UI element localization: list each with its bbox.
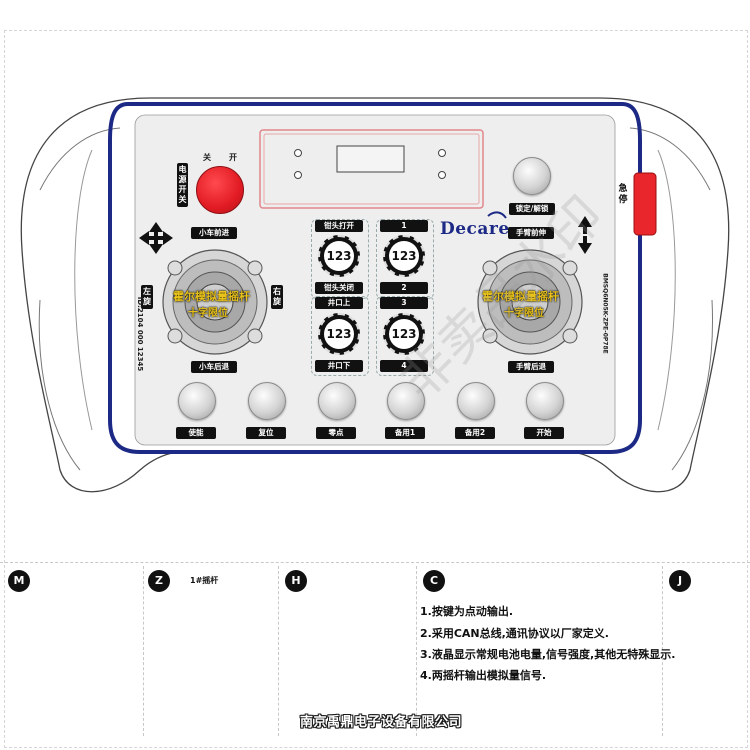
knob-4-bottom-label: 4 [380, 360, 428, 372]
knob-2-face: 123 [389, 241, 419, 271]
legend-text-z: 1#摇杆 [190, 576, 219, 585]
spare-1-label: 备用1 [385, 427, 425, 439]
knob-1-bottom-label: 钳头关闭 [315, 282, 363, 294]
power-on-label: 开 [229, 153, 237, 162]
serial-left: ID:2104 000 12345 [136, 296, 144, 372]
left-stick-left-text: 左旋 [143, 287, 151, 306]
legend-cell-z [278, 566, 279, 736]
right-stick-caption-1: 霍尔模拟量摇杆 [482, 290, 559, 303]
enable-button[interactable] [178, 382, 216, 420]
company-name: 南京禹鼎电子设备有限公司 [300, 715, 463, 730]
legend-letter-z: Z [148, 570, 170, 592]
serial-right: BMSQ6N05K-ZPE-0P78E [601, 273, 609, 354]
note-4: 4.两摇杆输出模拟量信号. [420, 669, 547, 682]
lcd-frame [259, 129, 484, 209]
right-stick-caption-2: 十字限位 [504, 308, 544, 319]
face-panel [134, 114, 616, 446]
knob-2[interactable]: 123 [383, 235, 425, 277]
legend-cell-h [416, 566, 417, 736]
reset-label: 复位 [246, 427, 286, 439]
blue-trim [108, 102, 642, 454]
legend-divider [0, 562, 750, 563]
power-switch-label: 电源开关 [177, 163, 188, 207]
start-button[interactable] [526, 382, 564, 420]
knob-4[interactable]: 123 [383, 313, 425, 355]
controller-body [20, 97, 730, 493]
knob-2-top-label: 1 [380, 220, 428, 232]
spare-1-button[interactable] [387, 382, 425, 420]
left-joystick [162, 249, 268, 355]
knob-3-bottom-label: 井口下 [315, 360, 363, 372]
power-off-label: 关 [203, 153, 211, 162]
up-down-arrow-icon [578, 216, 592, 254]
knob-2-bottom-label: 2 [380, 282, 428, 294]
legend-letter-h: H [285, 570, 307, 592]
knob-1-top-label: 钳头打开 [315, 220, 363, 232]
outer-frame [4, 30, 748, 748]
left-stick-caption-1: 霍尔模拟量摇杆 [173, 290, 250, 303]
legend-letter-c: C [423, 570, 445, 592]
knob-3[interactable]: 123 [318, 313, 360, 355]
knob-4-top-label: 3 [380, 297, 428, 309]
estop-label: 急停 [617, 184, 629, 206]
four-way-arrow-icon [139, 222, 173, 254]
zero-label: 零点 [316, 427, 356, 439]
brand-logo: Decare [440, 219, 510, 239]
left-stick-right-label: 右旋 [271, 285, 283, 309]
estop-side-button [633, 172, 657, 236]
spare-2-label: 备用2 [455, 427, 495, 439]
legend-cell-m [143, 566, 144, 736]
note-1: 1.按键为点动输出. [420, 605, 514, 618]
lock-unlock-label: 锁定/解锁 [509, 203, 555, 215]
knob-group-4 [376, 296, 434, 376]
knob-3-face: 123 [324, 319, 354, 349]
knob-1-face: 123 [324, 241, 354, 271]
left-stick-back-label: 小车后退 [191, 361, 237, 373]
reset-button[interactable] [248, 382, 286, 420]
left-stick-right-text: 右旋 [273, 287, 281, 306]
knob-4-face: 123 [389, 319, 419, 349]
left-stick-left-label: 左旋 [141, 285, 153, 309]
legend-letter-j: J [669, 570, 691, 592]
right-joystick [477, 249, 583, 355]
legend-letter-m: M [8, 570, 30, 592]
left-stick-caption-2: 十字限位 [188, 308, 228, 319]
estop-text: 急停 [618, 184, 628, 205]
enable-label: 使能 [176, 427, 216, 439]
lock-unlock-button[interactable] [513, 157, 551, 195]
left-stick-forward-label: 小车前进 [191, 227, 237, 239]
right-stick-back-label: 手臂后退 [508, 361, 554, 373]
power-switch-button[interactable] [196, 166, 244, 214]
power-switch-text: 电源开关 [178, 165, 187, 204]
knob-3-top-label: 井口上 [315, 297, 363, 309]
spare-2-button[interactable] [457, 382, 495, 420]
note-2: 2.采用CAN总线,通讯协议以厂家定义. [420, 627, 609, 640]
start-label: 开始 [524, 427, 564, 439]
zero-button[interactable] [318, 382, 356, 420]
right-stick-forward-label: 手臂前伸 [508, 227, 554, 239]
note-3: 3.液晶显示常规电池电量,信号强度,其他无特殊显示. [420, 648, 676, 661]
knob-1[interactable]: 123 [318, 235, 360, 277]
lcd-screen [336, 145, 405, 173]
knob-group-3 [311, 296, 369, 376]
legend-cell-c [662, 566, 663, 736]
